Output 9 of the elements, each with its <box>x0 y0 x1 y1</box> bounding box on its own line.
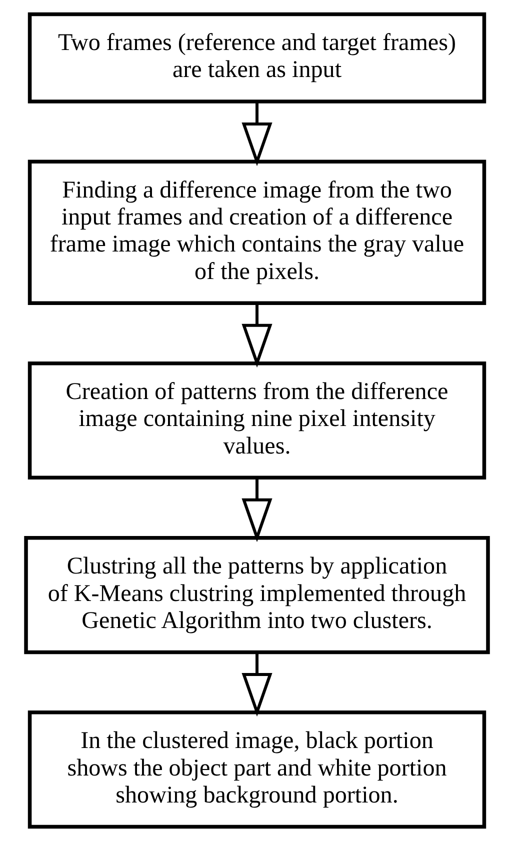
node-box: Finding a difference image from the two input frames and creation of a difference frame image which contains the gray value of the pixels. <box>27 160 486 305</box>
node-box: Two frames (reference and target frames) are taken as input <box>27 12 486 104</box>
node-box: Creation of patterns from the difference image containing nine pixel intensity values. <box>27 361 486 480</box>
arrow <box>241 102 272 166</box>
arrow <box>241 478 272 542</box>
arrow <box>241 652 272 717</box>
node-box: Clustring all the patterns by application of K-Means clustring implemented through Genetic Algorithm into two clusters. <box>24 536 490 654</box>
arrow <box>241 303 272 368</box>
node-box: In the clustered image, black portion shows the object part and white portion showing background portion. <box>27 710 486 829</box>
